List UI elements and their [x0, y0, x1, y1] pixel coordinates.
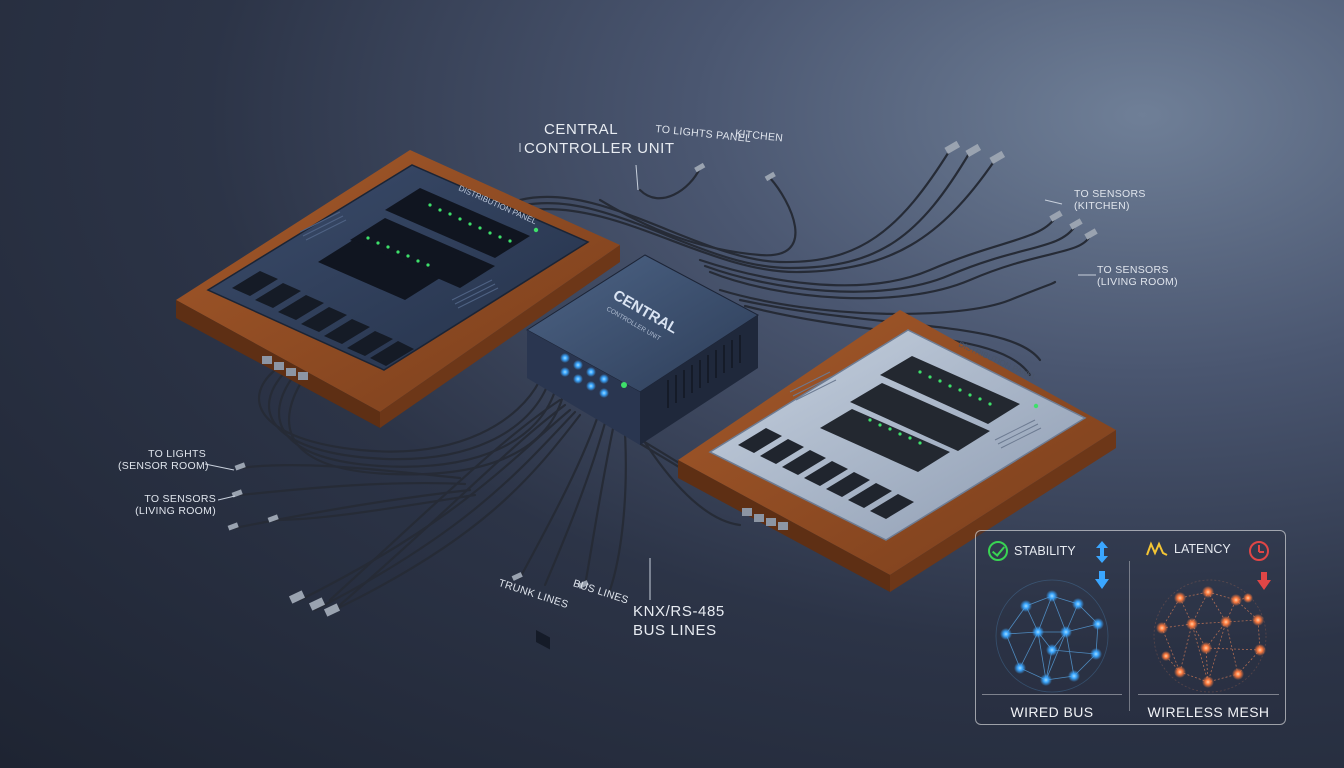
latency-metric: LATENCY [1146, 541, 1231, 557]
central-controller-label-line2: CONTROLLER UNIT [524, 139, 675, 157]
to-sensors-right-line2: (LIVING ROOM) [1097, 276, 1178, 289]
wired-bus-label: WIRED BUS [1010, 704, 1094, 720]
check-icon [988, 541, 1008, 561]
knx-bus-lines-label: KNX/RS-485 BUS LINES [633, 603, 725, 641]
to-sensors-left-label: TO SENSORS (LIVING ROOM) [130, 493, 216, 517]
to-sensors-top-right-line1: TO SENSORS [1074, 188, 1146, 200]
central-controller-label-line1: CENTRAL [544, 121, 619, 138]
label-leaders [204, 143, 1096, 600]
left-distribution-panel: DISTRIBUTION PANEL [176, 150, 620, 428]
wireless-mesh-column: LATENCY WIRELESS MESH [1132, 531, 1285, 724]
comparison-divider [1129, 561, 1130, 711]
central-controller-box: CENTRAL CONTROLLER UNIT [526, 254, 759, 650]
knx-bus-lines-line2: BUS LINES [633, 621, 717, 639]
connector-plugs [227, 140, 1098, 617]
to-sensors-right-line1: TO SENSORS [1097, 264, 1169, 276]
wired-vs-wireless-comparison: STABILITY WIRED BUS [975, 530, 1286, 725]
stability-metric-label: STABILITY [1014, 544, 1076, 558]
latency-metric-label: LATENCY [1174, 542, 1231, 556]
to-lights-left-label: TO LIGHTS (SENSOR ROOM) [118, 448, 209, 473]
up-down-arrow-icon [1095, 541, 1109, 589]
to-sensors-top-right-line2: (KITCHEN) [1074, 200, 1130, 213]
to-sensors-top-right-label: TO SENSORS (KITCHEN) [1074, 188, 1146, 212]
clock-icon [1249, 541, 1269, 561]
signal-wave-icon [1146, 541, 1168, 556]
wireless-underline [1138, 694, 1279, 695]
to-lights-left-line1: TO LIGHTS [148, 448, 206, 460]
wired-bus-column: STABILITY WIRED BUS [976, 531, 1128, 724]
wired-underline [982, 694, 1122, 695]
controller-status-leds [560, 353, 627, 398]
stability-metric: STABILITY [988, 541, 1076, 561]
wireless-mesh-graphic [1153, 579, 1267, 693]
right-distribution-panel: DISTRIBUTION PANEL [678, 310, 1116, 592]
to-sensors-left-line2: (LIVING ROOM) [135, 505, 216, 518]
wired-mesh-graphic [995, 579, 1109, 693]
to-sensors-right-label: TO SENSORS (LIVING ROOM) [1097, 264, 1178, 288]
to-lights-left-line2: (SENSOR ROOM) [118, 460, 209, 473]
central-controller-label: CENTRAL CONTROLLER UNIT [524, 121, 675, 159]
wireless-mesh-label: WIRELESS MESH [1147, 704, 1270, 720]
down-arrow-icon [1257, 572, 1271, 590]
to-sensors-left-line1: TO SENSORS [144, 493, 216, 505]
knx-bus-lines-line1: KNX/RS-485 [633, 603, 725, 620]
